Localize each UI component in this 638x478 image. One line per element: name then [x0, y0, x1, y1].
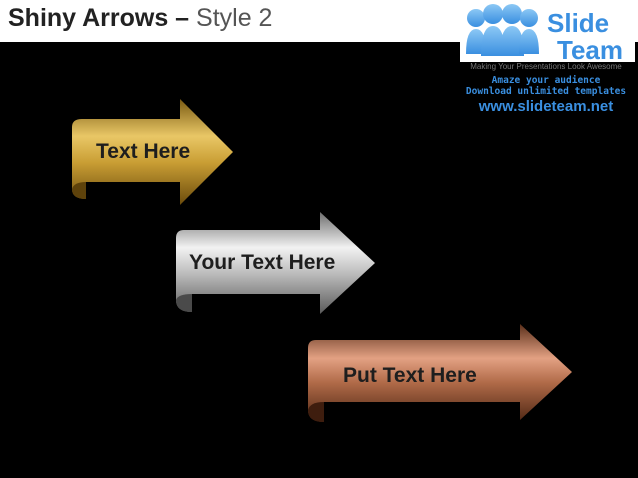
copper-arrow-label: Put Text Here	[343, 364, 477, 387]
slideteam-logo: Slide Team	[460, 4, 635, 65]
title-light: Style 2	[196, 4, 273, 32]
brand-tagline: Making Your Presentations Look Awesome	[470, 62, 622, 71]
promo-line-1: Amaze your audience	[491, 75, 601, 86]
silver-arrow-label: Your Text Here	[189, 251, 336, 274]
people-group-icon	[466, 4, 539, 56]
gold-arrow	[72, 99, 233, 205]
silver-arrow	[176, 212, 375, 314]
copper-arrow	[308, 324, 572, 422]
brand-name-1: Slide	[547, 8, 609, 38]
title-bold: Shiny Arrows –	[8, 4, 190, 32]
website-link[interactable]: www.slideteam.net	[478, 98, 614, 115]
gold-arrow-label: Text Here	[96, 140, 191, 163]
slide-title: Shiny Arrows – Style 2	[8, 4, 272, 33]
promo-line-2: Download unlimited templates	[465, 86, 627, 97]
brand-name-2: Team	[557, 35, 623, 65]
